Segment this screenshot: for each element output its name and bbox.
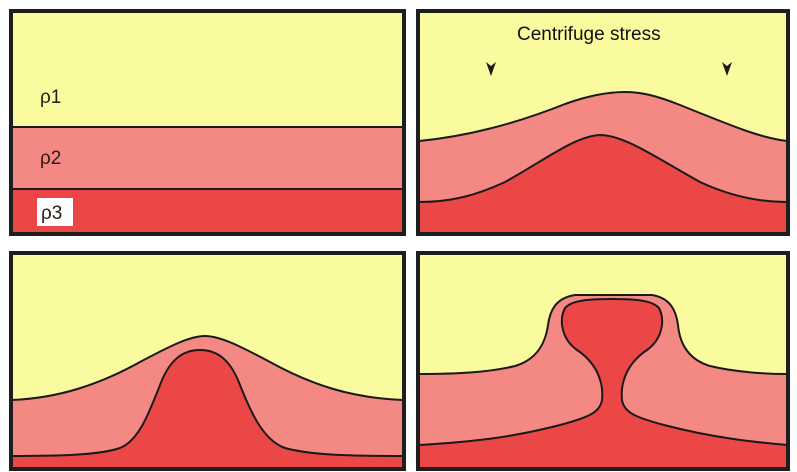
label-rho2: ρ2: [40, 148, 61, 169]
panel-initial-layers: ρ1 ρ2 ρ3: [11, 11, 404, 234]
panel-growing-finger: [11, 253, 404, 469]
panel-1-layer-rho1: [12, 12, 403, 127]
label-rho3: ρ3: [41, 203, 62, 224]
panel-1-layer-rho2: [12, 127, 403, 189]
label-rho1: ρ1: [40, 87, 61, 108]
panel-mushroom-plume: [418, 253, 788, 469]
centrifuge-stress-caption: Centrifuge stress: [517, 24, 661, 45]
panel-centrifuge-stress: Centrifuge stress: [418, 11, 788, 234]
